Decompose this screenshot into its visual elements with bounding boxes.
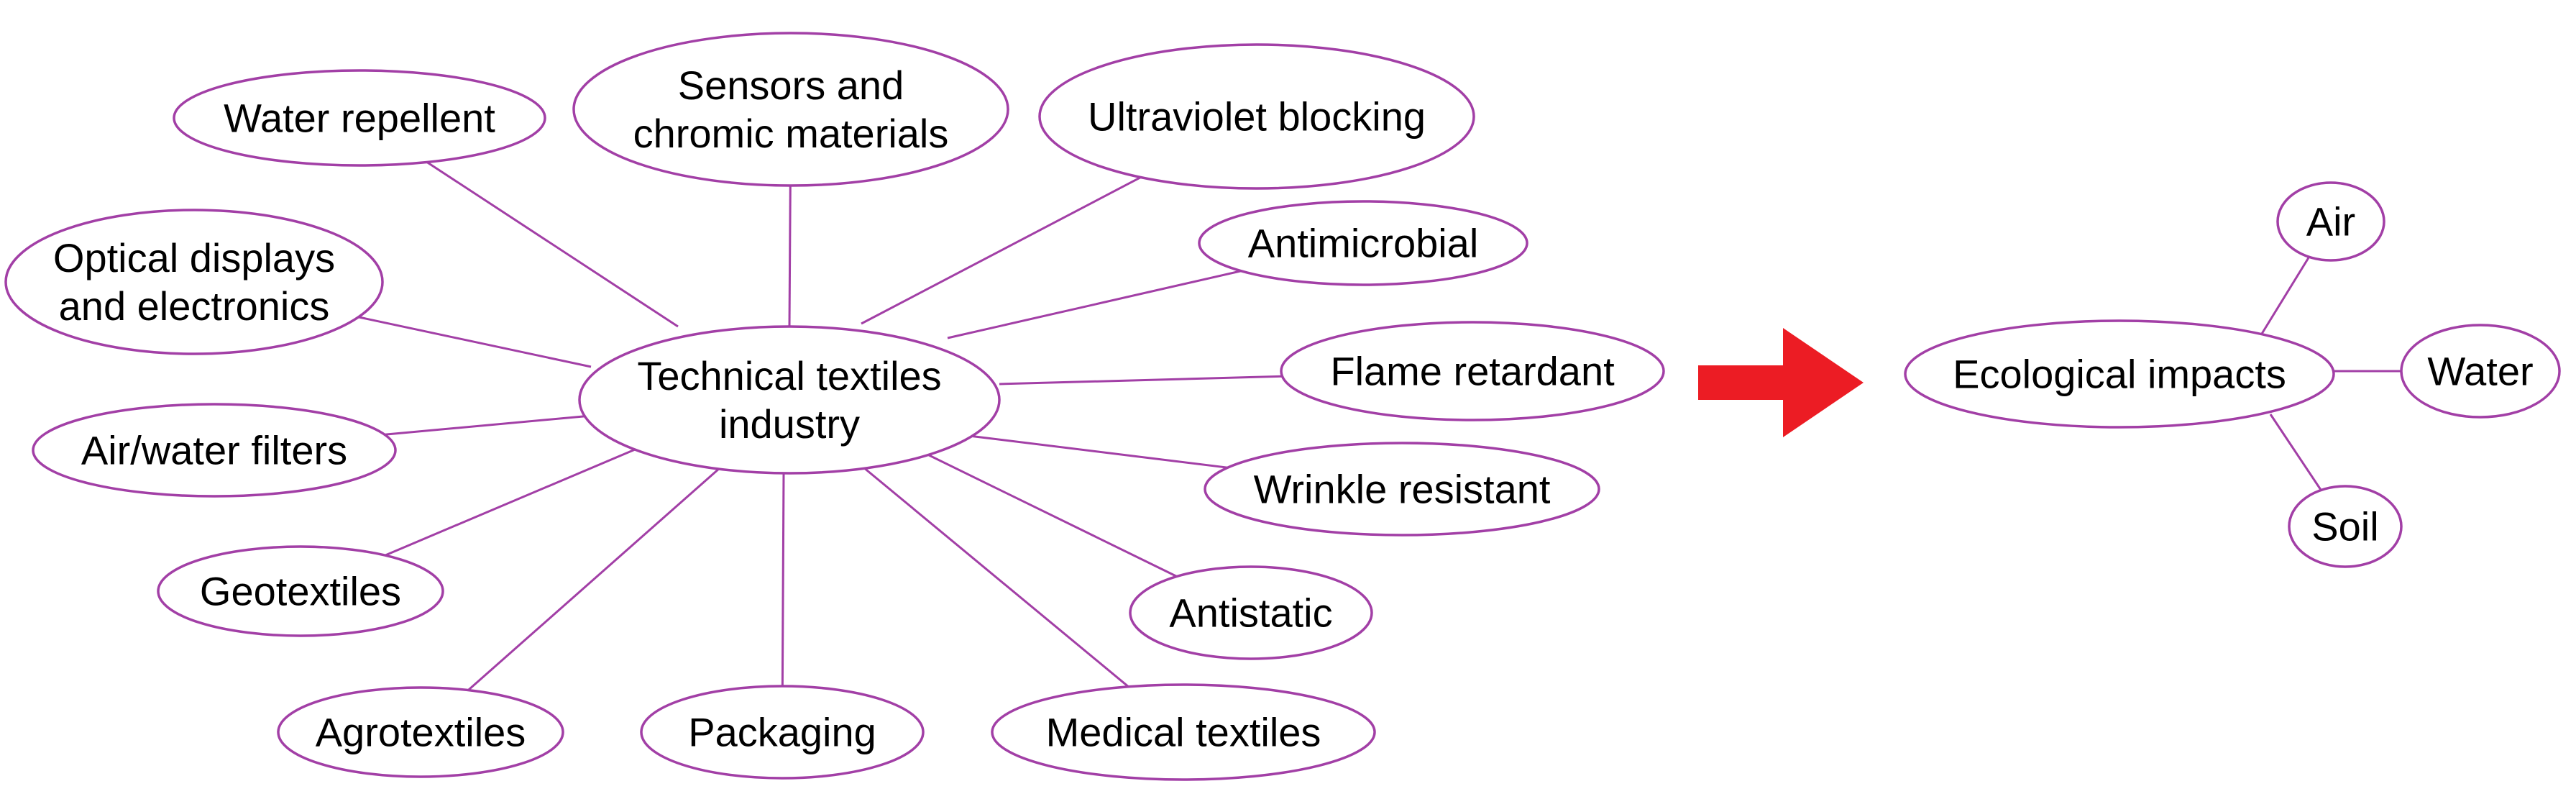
hub-node-label: industry xyxy=(719,401,860,447)
node-sensors-chromic-label: chromic materials xyxy=(633,111,949,156)
node-flame-retardant-label: Flame retardant xyxy=(1330,349,1615,394)
ecological-impacts-node-label: Ecological impacts xyxy=(1953,352,2286,397)
connector-lines xyxy=(358,161,2401,691)
ecological-impacts-node-ellipse xyxy=(1904,319,2335,429)
connector-geotextiles xyxy=(385,444,644,557)
connector-optical-displays xyxy=(358,316,592,368)
node-medical-textiles: Medical textiles xyxy=(991,683,1376,781)
node-medical-textiles-ellipse xyxy=(991,683,1376,781)
node-air-water-filters: Air/water filters xyxy=(32,403,397,498)
node-packaging-label: Packaging xyxy=(688,710,876,755)
node-agrotextiles: Agrotextiles xyxy=(277,686,564,778)
node-water-repellent-label: Water repellent xyxy=(224,96,495,141)
node-flame-retardant-ellipse xyxy=(1280,321,1665,421)
node-flame-retardant: Flame retardant xyxy=(1280,321,1665,421)
connector-impact-soil xyxy=(2269,414,2322,491)
node-geotextiles: Geotextiles xyxy=(157,545,444,637)
node-soil-label: Soil xyxy=(2311,504,2378,549)
node-sensors-chromic-label: Sensors and xyxy=(678,63,904,108)
hub-node-ellipse xyxy=(578,325,1001,475)
connector-antimicrobial xyxy=(947,270,1242,339)
node-geotextiles-ellipse xyxy=(157,545,444,637)
node-air-water-filters-label: Air/water filters xyxy=(81,428,347,473)
right-arrow-icon xyxy=(1698,328,1864,437)
node-water-repellent: Water repellent xyxy=(173,69,546,167)
node-water-ellipse xyxy=(2400,324,2561,419)
node-water: Water xyxy=(2400,324,2561,419)
connector-water-repellent xyxy=(426,161,679,328)
node-agrotextiles-label: Agrotextiles xyxy=(316,710,526,755)
hub-node-label: Technical textiles xyxy=(637,353,941,398)
node-water-label: Water xyxy=(2427,349,2533,394)
node-ultraviolet-blocking: Ultraviolet blocking xyxy=(1038,43,1475,190)
connector-antistatic xyxy=(921,450,1178,578)
connector-ultraviolet-blocking xyxy=(861,176,1142,325)
connector-flame-retardant xyxy=(999,375,1283,385)
node-air-label: Air xyxy=(2306,199,2355,245)
node-antistatic: Antistatic xyxy=(1129,565,1373,660)
node-antimicrobial-label: Antimicrobial xyxy=(1248,221,1479,266)
node-geotextiles-label: Geotextiles xyxy=(200,569,401,614)
node-ultraviolet-blocking-label: Ultraviolet blocking xyxy=(1088,94,1426,140)
node-soil: Soil xyxy=(2288,485,2403,568)
node-optical-displays-label: and electronics xyxy=(59,283,330,329)
connector-sensors-chromic xyxy=(788,185,792,327)
node-soil-ellipse xyxy=(2288,485,2403,568)
node-water-repellent-ellipse xyxy=(173,69,546,167)
node-wrinkle-resistant: Wrinkle resistant xyxy=(1204,442,1600,537)
node-air: Air xyxy=(2276,181,2385,262)
node-optical-displays-label: Optical displays xyxy=(53,235,335,280)
node-antistatic-ellipse xyxy=(1129,565,1373,660)
ecological-impacts-node: Ecological impacts xyxy=(1904,319,2335,429)
node-optical-displays-ellipse xyxy=(4,209,384,355)
node-ultraviolet-blocking-ellipse xyxy=(1038,43,1475,190)
connector-air-water-filters xyxy=(384,414,592,436)
node-wrinkle-resistant-label: Wrinkle resistant xyxy=(1254,467,1551,512)
connector-agrotextiles xyxy=(467,461,727,691)
connector-wrinkle-resistant xyxy=(968,434,1228,469)
node-agrotextiles-ellipse xyxy=(277,686,564,778)
node-packaging: Packaging xyxy=(640,685,925,780)
connector-impact-air xyxy=(2260,256,2310,334)
node-air-water-filters-ellipse xyxy=(32,403,397,498)
connector-packaging xyxy=(781,473,785,687)
node-sensors-chromic-ellipse xyxy=(572,32,1009,187)
node-packaging-ellipse xyxy=(640,685,925,780)
node-medical-textiles-label: Medical textiles xyxy=(1046,710,1321,755)
connector-medical-textiles xyxy=(858,462,1129,688)
node-antimicrobial: Antimicrobial xyxy=(1198,200,1528,286)
node-antimicrobial-ellipse xyxy=(1198,200,1528,286)
node-air-ellipse xyxy=(2276,181,2385,262)
node-antistatic-label: Antistatic xyxy=(1169,590,1332,636)
node-wrinkle-resistant-ellipse xyxy=(1204,442,1600,537)
